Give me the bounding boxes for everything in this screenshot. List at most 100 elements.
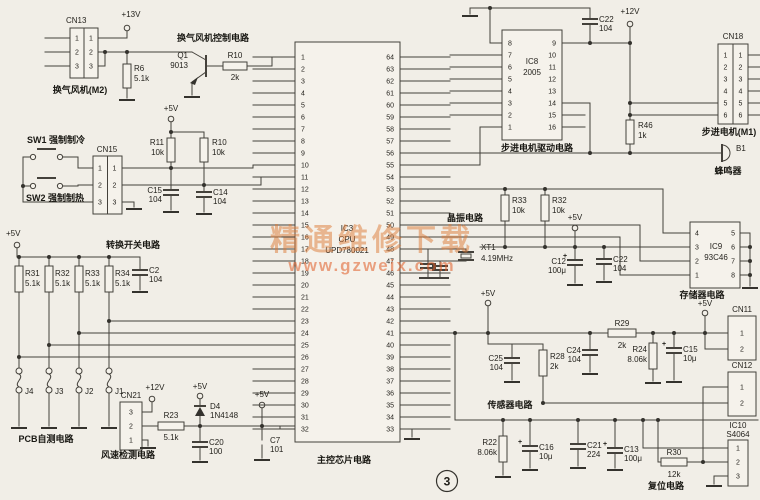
- svg-text:+: +: [518, 439, 522, 446]
- svg-text:28: 28: [301, 379, 309, 386]
- c24-label: C24: [566, 346, 581, 355]
- svg-text:15: 15: [548, 113, 556, 120]
- svg-text:9: 9: [552, 41, 556, 48]
- svg-text:50: 50: [386, 223, 394, 230]
- cn13-input-stubs: [44, 37, 71, 67]
- r24-label: R24: [632, 345, 647, 354]
- capacitor-c16: +: [518, 439, 539, 471]
- buzzer-b1-icon: [721, 144, 731, 162]
- svg-text:12: 12: [301, 187, 309, 194]
- c20-value: 100: [209, 447, 223, 456]
- resistor-r28: [538, 349, 548, 377]
- svg-text:58: 58: [386, 127, 394, 134]
- crystal-section-title: 晶振电路: [447, 212, 484, 223]
- plus5v-label: +5V: [568, 213, 583, 222]
- svg-text:15: 15: [301, 223, 309, 230]
- r46-value: 1k: [638, 131, 647, 140]
- cn15-pins-left: 123: [98, 166, 102, 207]
- r33b-value: 10k: [512, 206, 526, 215]
- r31-label: R31: [25, 269, 40, 278]
- q1-label: Q1: [177, 51, 188, 60]
- r28-value: 2k: [550, 362, 559, 371]
- c15b-label: C15: [683, 345, 698, 354]
- c24-value: 104: [568, 355, 582, 364]
- plus5v-label: +5V: [193, 382, 208, 391]
- ic10-ref: IC10: [730, 421, 747, 430]
- plus5v-terminal: [571, 224, 579, 232]
- svg-text:20: 20: [301, 283, 309, 290]
- svg-text:38: 38: [386, 367, 394, 374]
- pin33-ground-wire: [399, 428, 413, 438]
- r10b-value: 10k: [212, 148, 226, 157]
- capacitor-c14: [195, 191, 213, 215]
- plus5v-label: +5V: [698, 299, 713, 308]
- r29-value: 2k: [618, 341, 627, 350]
- svg-text:25: 25: [301, 343, 309, 350]
- svg-text:61: 61: [386, 91, 394, 98]
- c22b-label: C22: [613, 255, 628, 264]
- c12-value: 100μ: [548, 266, 566, 275]
- cn13-pins-left: 123: [75, 36, 79, 71]
- svg-text:1: 1: [98, 166, 102, 173]
- ic8-body: [501, 29, 563, 141]
- svg-text:8: 8: [301, 139, 305, 146]
- cn21-pins: 321: [129, 410, 133, 445]
- resistor-r30: [660, 457, 688, 467]
- r28-label: R28: [550, 352, 565, 361]
- c25-value: 104: [490, 363, 504, 372]
- resistor-r10b: [199, 137, 209, 163]
- c21-label: C21: [587, 441, 602, 450]
- svg-text:16: 16: [548, 125, 556, 132]
- ic8-ref: IC8: [526, 57, 539, 66]
- svg-text:57: 57: [386, 139, 394, 146]
- svg-text:1: 1: [301, 55, 305, 62]
- switch-section-title: 转换开关电路: [106, 239, 161, 250]
- svg-text:7: 7: [731, 259, 735, 266]
- ic9-ref: IC9: [710, 242, 723, 251]
- ic3-name: CPU: [339, 235, 356, 244]
- r29-label: R29: [615, 319, 630, 328]
- ic9-part: 93C46: [704, 253, 728, 262]
- pullup-circuit: +5V R31 5.1k R32 5.1k R33 5.1k R34 5.1k: [6, 229, 296, 369]
- svg-text:1: 1: [89, 36, 93, 43]
- svg-text:6: 6: [731, 245, 735, 252]
- r46-label: R46: [638, 121, 653, 130]
- page-number-badge: 3: [435, 469, 459, 493]
- reset-circuit: R22 8.06k + C16 10μ C21 224 + C13 100μ R…: [454, 418, 759, 491]
- svg-text:8: 8: [731, 273, 735, 280]
- svg-text:2: 2: [301, 67, 305, 74]
- svg-text:+: +: [662, 341, 666, 348]
- capacitor-c22: [582, 18, 598, 25]
- r23-value: 5.1k: [163, 433, 179, 442]
- svg-text:1: 1: [724, 53, 728, 60]
- plus13v-label: +13V: [122, 10, 142, 19]
- resistor-r11: [166, 137, 176, 163]
- svg-text:30: 30: [301, 403, 309, 410]
- svg-text:4: 4: [739, 89, 743, 96]
- svg-text:31: 31: [301, 415, 309, 422]
- plus12v-label: +12V: [146, 383, 166, 392]
- svg-text:60: 60: [386, 103, 394, 110]
- svg-text:32: 32: [301, 427, 309, 434]
- jumper-j4: [10, 367, 28, 429]
- svg-text:34: 34: [386, 415, 394, 422]
- reset-section-title: 复位电路: [647, 480, 685, 491]
- svg-text:2: 2: [724, 65, 728, 72]
- j3-label: J3: [55, 387, 64, 396]
- switch-circuit: SW1 强制制冷 SW2 强制制热 CN15 123 123 +5V R11 1…: [21, 104, 296, 250]
- svg-text:3: 3: [129, 410, 133, 417]
- svg-text:3: 3: [301, 79, 305, 86]
- r33-label: R33: [85, 269, 100, 278]
- cn13-pins-right: 123: [89, 36, 93, 71]
- resistor-r34: [104, 265, 114, 293]
- svg-text:49: 49: [386, 235, 394, 242]
- cn11-connector: [727, 315, 757, 361]
- b1-label: B1: [736, 144, 746, 153]
- svg-text:2: 2: [695, 259, 699, 266]
- wind-section-title: 风速检测电路: [101, 449, 156, 460]
- cn12-pins: 12: [740, 385, 744, 408]
- cpu-section-title: 主控芯片电路: [317, 454, 372, 465]
